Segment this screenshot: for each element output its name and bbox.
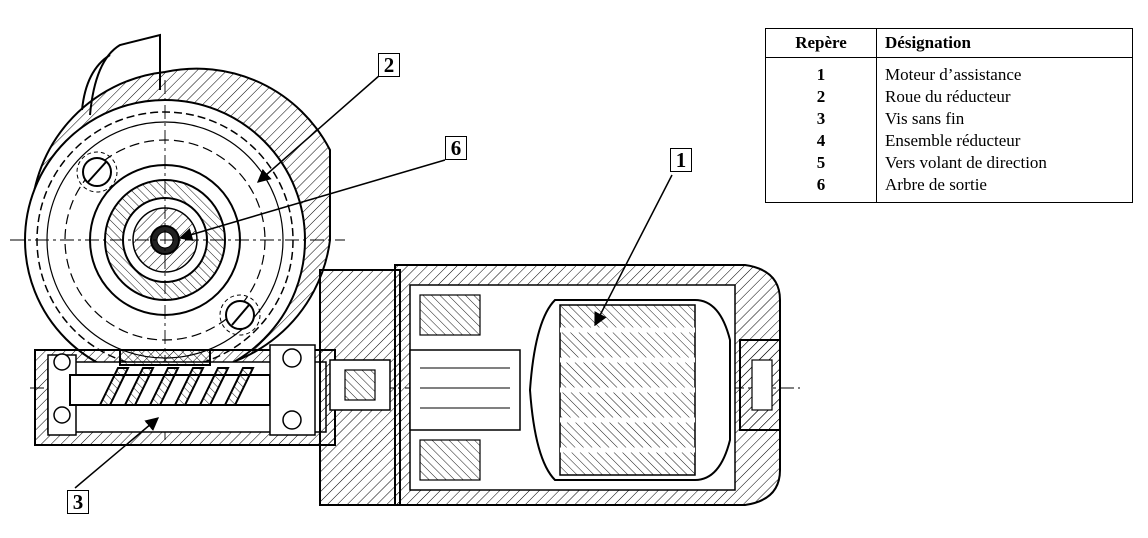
coupling [319,269,401,506]
legend-row: 5 Vers volant de direction [765,152,1133,174]
legend-row-label: Moteur d’assistance [876,57,1133,86]
legend-row: 3 Vis sans fin [765,108,1133,130]
legend-row-number: 1 [765,57,877,86]
leader-lines [74,74,673,489]
callout-1: 1 [670,148,692,172]
motor-rotor [528,299,731,481]
legend-row-label: Vis sans fin [876,108,1133,130]
legend-row-label: Ensemble réducteur [876,130,1133,152]
legend-row: 2 Roue du réducteur [765,86,1133,108]
legend-header-repere: Repère [765,28,877,58]
legend-row-label: Roue du réducteur [876,86,1133,108]
legend-row-label: Vers volant de direction [876,152,1133,174]
legend-row-number: 2 [765,86,877,108]
legend-header-row: Repère Désignation [765,28,1133,58]
legend-row-number: 6 [765,174,877,203]
legend-header-designation: Désignation [876,28,1133,58]
legend-row-number: 3 [765,108,877,130]
legend-table: Repère Désignation 1 Moteur d’assistance… [765,28,1133,203]
worm-screw [69,349,271,406]
legend-row: 6 Arbre de sortie [765,174,1133,203]
legend-row: 1 Moteur d’assistance [765,57,1133,86]
callout-3: 3 [67,490,89,514]
callout-2: 2 [378,53,400,77]
legend-row-label: Arbre de sortie [876,174,1133,203]
mounting-bolt-upper [76,151,118,193]
legend-row-number: 5 [765,152,877,174]
legend-row: 4 Ensemble réducteur [765,130,1133,152]
mounting-bolt-lower [219,294,261,336]
worm-bearing-right [269,344,316,436]
motor-end-cap [739,339,781,431]
legend-row-number: 4 [765,130,877,152]
callout-6: 6 [445,136,467,160]
